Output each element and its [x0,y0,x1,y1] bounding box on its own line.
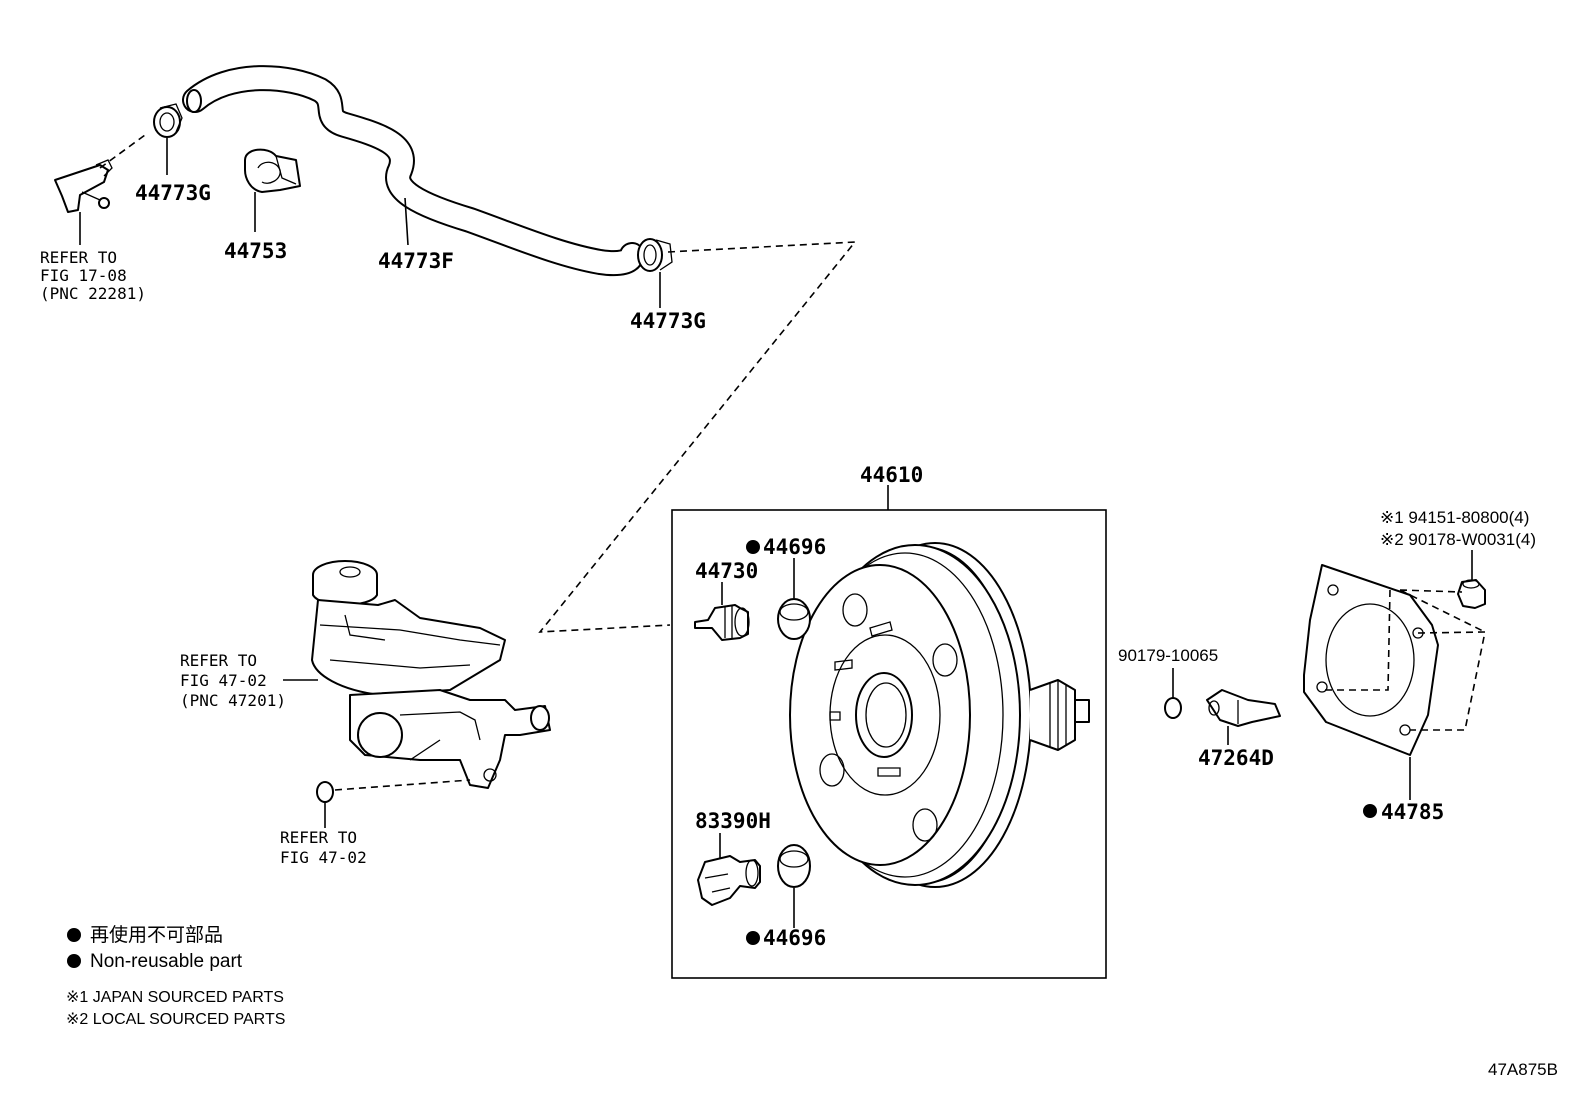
label-47264D: 47264D [1198,746,1274,770]
non-reusable-marker-bottom [746,931,760,945]
legend-source-1: ※1 JAPAN SOURCED PARTS [66,989,284,1006]
label-44753: 44753 [224,239,287,263]
vacuum-sensor-83390H[interactable] [697,855,761,906]
link-valve-clamp [99,134,146,169]
hose-clamp-44773G-top[interactable] [153,103,183,138]
label-note-2: ※2 90178-W0031(4) [1380,530,1536,549]
label-44773G-mid: 44773G [630,309,706,333]
refer-text-3-line1: REFER TO [280,828,357,847]
grommet-44696-bottom[interactable] [777,844,811,888]
vacuum-hose-44773F[interactable] [182,65,645,277]
label-44610: 44610 [860,463,923,487]
flange-nut[interactable] [1457,579,1486,609]
brake-booster-44610[interactable] [789,542,1090,888]
label-44773G-top: 44773G [135,181,211,205]
hose-clamp-44773G-mid[interactable] [637,238,673,272]
legend-source-2: ※2 LOCAL SOURCED PARTS [66,1011,285,1028]
reservoir-grommet[interactable] [316,781,334,803]
refer-text-1-line1: REFER TO [40,248,117,267]
link-hose-booster [538,241,857,633]
label-90179-10065: 90179-10065 [1118,646,1218,665]
refer-text-2-line1: REFER TO [180,651,257,670]
label-83390H: 83390H [695,809,771,833]
clevis-47264D[interactable] [1206,689,1281,727]
refer-text-1-line2: FIG 17-08 [40,266,127,285]
master-cylinder-assembly[interactable] [311,560,551,789]
legend-bullet-jp [67,928,81,942]
booster-assembly-frame [671,509,1107,979]
legend-jp: 再使用不可部品 [90,924,223,946]
refer-text-2-line3: (PNC 47201) [180,691,286,710]
label-note-1: ※1 94151-80800(4) [1380,508,1529,527]
non-reusable-marker-top [746,540,760,554]
legend-bullet-en [67,954,81,968]
gasket-44785[interactable] [1303,564,1439,756]
drawing-code: 47A875B [1488,1060,1558,1079]
check-valve-44730[interactable] [694,604,750,641]
refer-text-1-line3: (PNC 22281) [40,284,146,303]
refer-text-2-line2: FIG 47-02 [180,671,267,690]
link-grommet-cylinder [334,779,471,791]
vacuum-valve-fitting[interactable] [54,159,113,213]
label-44730: 44730 [695,559,758,583]
refer-text-3-line2: FIG 47-02 [280,848,367,867]
label-44773F: 44773F [378,249,454,273]
label-44696-bottom: 44696 [763,926,826,950]
label-44785: 44785 [1381,800,1444,824]
hose-clip-44753[interactable] [244,148,301,193]
legend-en: Non-reusable part [90,951,243,972]
label-44696-top: 44696 [763,535,826,559]
non-reusable-marker-gasket [1363,804,1377,818]
nut-90179-10065[interactable] [1164,697,1182,719]
grommet-44696-top[interactable] [777,598,811,640]
